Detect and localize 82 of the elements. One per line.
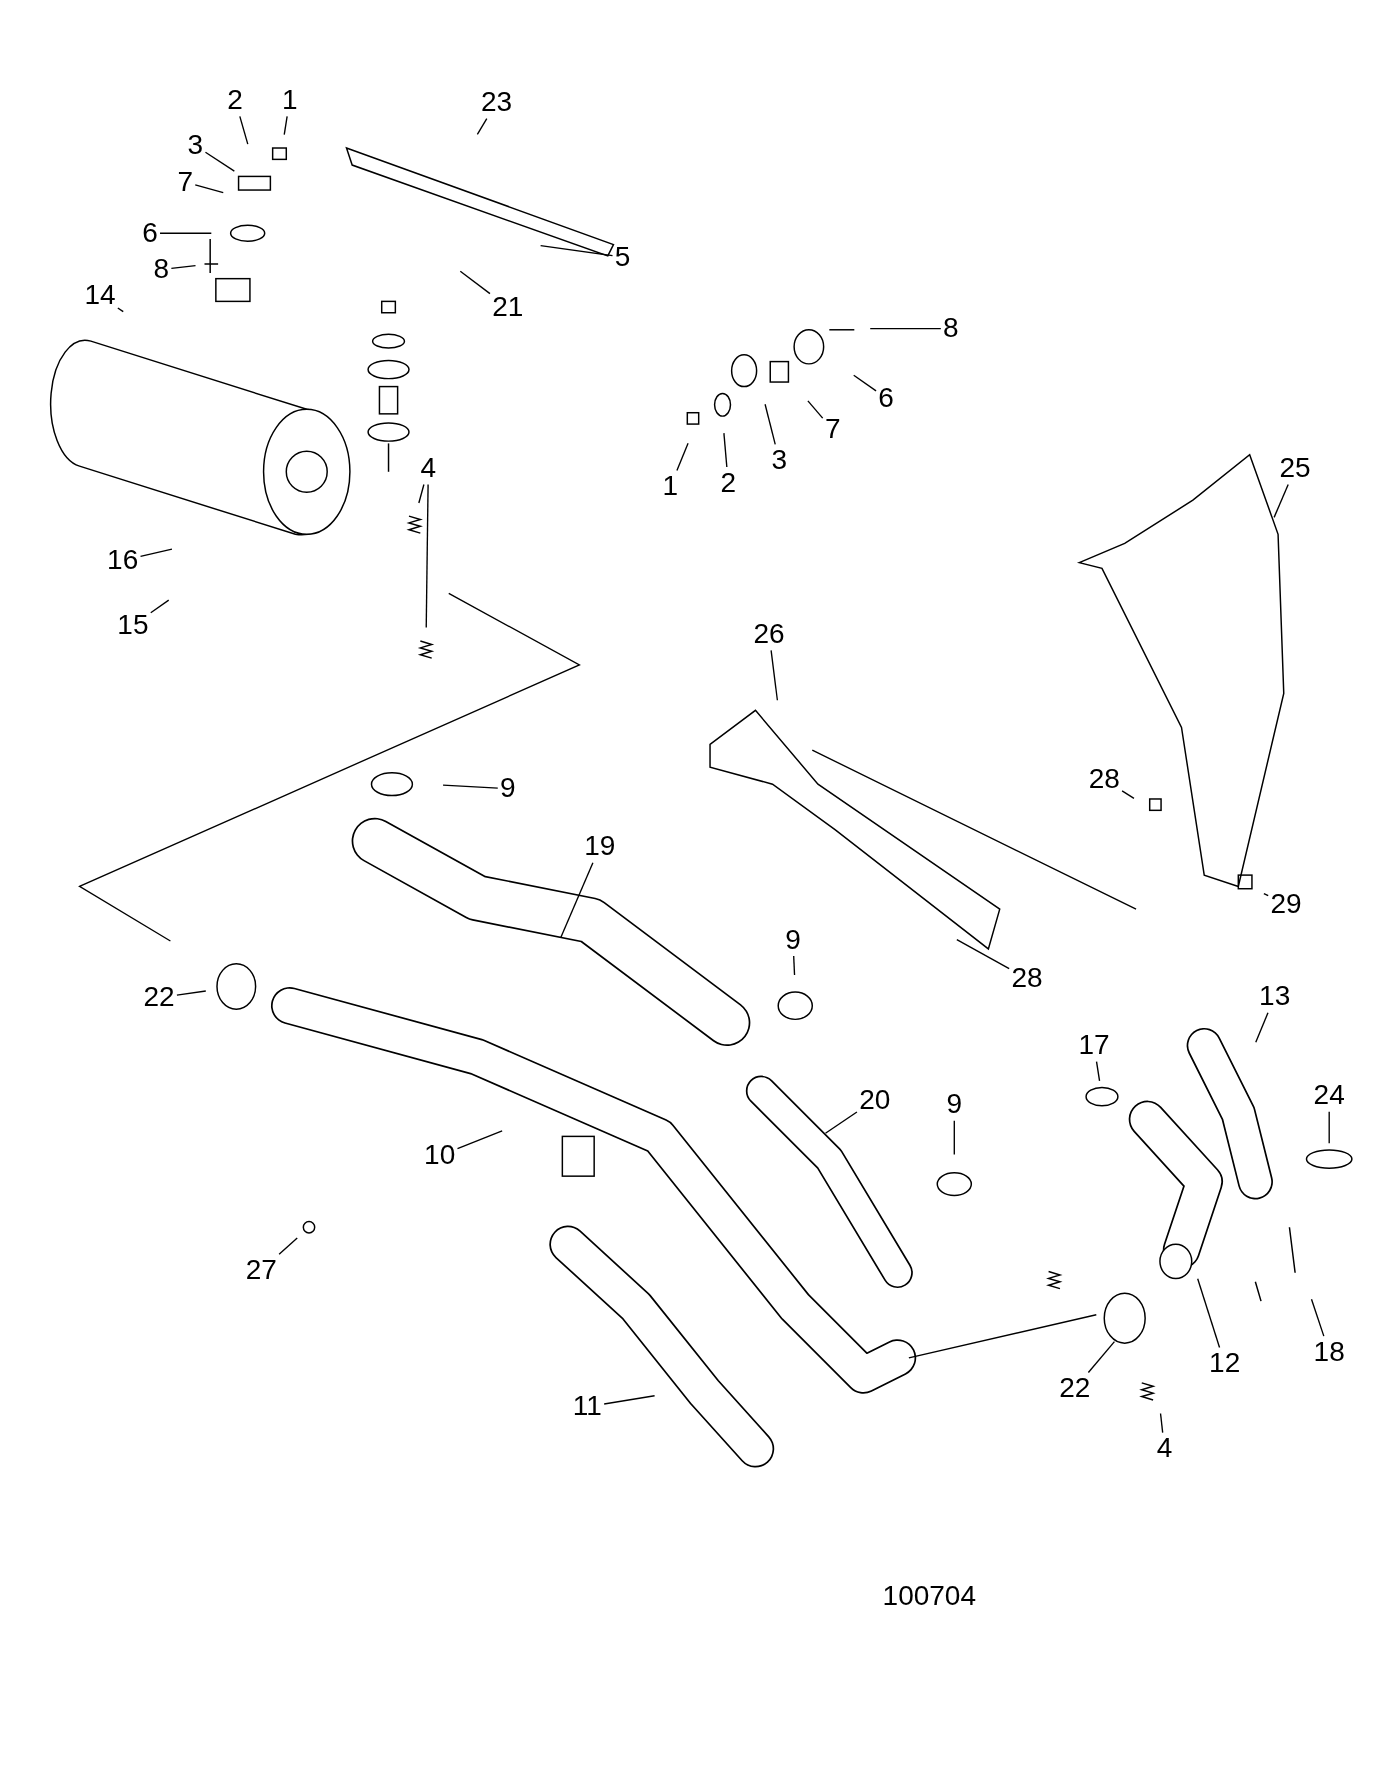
callout-number: 16	[107, 545, 139, 576]
callout-number: 11	[572, 1391, 602, 1422]
leader-line	[139, 548, 173, 557]
leader-line	[278, 1237, 298, 1255]
callout-number: 9	[946, 1089, 963, 1120]
leader-line	[824, 1111, 858, 1134]
leader-line	[1328, 1110, 1330, 1144]
leader-line	[807, 400, 824, 419]
callout-number: 28	[1088, 764, 1120, 795]
leader-line	[1087, 1341, 1116, 1374]
leader-line	[150, 599, 170, 614]
leader-line	[194, 184, 224, 194]
callout-number: 22	[143, 982, 175, 1013]
callout-number: 24	[1313, 1080, 1345, 1111]
callout-number: 12	[1209, 1348, 1241, 1379]
leader-line	[953, 1120, 955, 1156]
callout-number: 6	[878, 382, 894, 413]
leader-line	[956, 938, 1010, 970]
callout-number: 1	[281, 84, 298, 115]
leader-line	[459, 270, 491, 295]
callout-number: 18	[1313, 1336, 1345, 1367]
leader-line	[764, 403, 776, 445]
leader-line	[676, 442, 689, 472]
leader-line	[793, 955, 796, 976]
callout-number: 21	[492, 291, 524, 322]
leader-line	[1310, 1298, 1325, 1337]
callout-number: 26	[753, 618, 785, 649]
callout-number: 22	[1059, 1373, 1091, 1404]
leader-line	[770, 649, 779, 701]
callout-number: 13	[1259, 981, 1291, 1012]
leader-line	[603, 1395, 656, 1405]
leader-line	[1121, 790, 1135, 800]
callout-number: 9	[785, 924, 801, 955]
leader-line	[1273, 483, 1289, 519]
leader-line	[1095, 1060, 1101, 1082]
callout-number: 27	[245, 1255, 277, 1286]
callout-number: 29	[1270, 889, 1302, 920]
callout-number: 2	[720, 467, 736, 498]
leader-line	[176, 990, 207, 996]
callout-number: 23	[480, 87, 513, 118]
callout-number: 6	[142, 217, 158, 248]
callout-number: 8	[943, 313, 959, 344]
callout-number: 2	[227, 84, 243, 115]
callout-number: 15	[117, 609, 149, 640]
leader-line	[1159, 1412, 1164, 1434]
callout-number: 25	[1279, 453, 1311, 484]
leader-line	[539, 244, 614, 257]
leader-line	[442, 784, 499, 789]
callout-number: 8	[153, 254, 170, 285]
leader-line	[1197, 1278, 1221, 1349]
callout-number: 4	[420, 453, 437, 484]
leader-line	[418, 483, 425, 504]
callout-number: 28	[1011, 963, 1043, 994]
callout-number: 10	[424, 1140, 456, 1171]
leader-line	[117, 307, 124, 313]
leader-line	[239, 115, 249, 145]
leader-line	[853, 374, 877, 392]
drawing-number: 100704	[882, 1581, 976, 1612]
callout-number: 3	[187, 130, 204, 161]
leader-line	[283, 115, 288, 136]
leader-line	[560, 862, 594, 939]
leader-line	[476, 118, 488, 136]
callout-number: 1	[662, 471, 679, 502]
leader-line	[425, 483, 429, 629]
leader-line	[869, 327, 942, 330]
callout-number: 19	[584, 831, 616, 862]
callout-number: 9	[500, 773, 516, 804]
callout-number: 14	[84, 280, 116, 311]
callout-number: 5	[614, 241, 631, 272]
leader-line	[723, 432, 728, 468]
leader-line	[159, 232, 212, 234]
callout-number: 7	[177, 166, 193, 197]
leader-line	[456, 1130, 503, 1150]
callout-number: 4	[1156, 1433, 1173, 1464]
leader-line	[204, 151, 235, 172]
leader-line	[1255, 1012, 1269, 1043]
leader-line	[1263, 892, 1269, 897]
callout-number: 7	[824, 414, 841, 445]
leader-line	[170, 265, 197, 270]
callout-number: 3	[771, 445, 788, 476]
callout-number: 17	[1078, 1030, 1110, 1061]
callout-number: 20	[859, 1084, 891, 1115]
